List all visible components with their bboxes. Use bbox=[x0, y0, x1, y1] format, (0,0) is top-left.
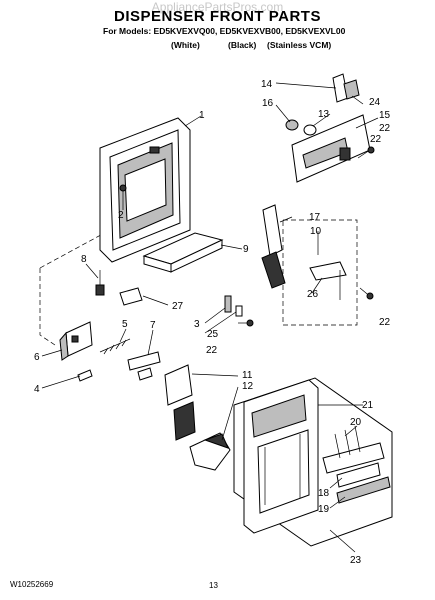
callout-26: 26 bbox=[307, 289, 319, 300]
part-16-cap bbox=[285, 119, 299, 131]
callout-11: 11 bbox=[242, 370, 253, 381]
part-13-bulb bbox=[303, 124, 317, 136]
callout-13: 13 bbox=[318, 109, 330, 120]
page-title: DISPENSER FRONT PARTS bbox=[114, 8, 321, 25]
part-3-sensor bbox=[224, 295, 243, 317]
callout-22-right: 22 bbox=[379, 317, 391, 328]
part-22-screw-right-top bbox=[357, 146, 375, 159]
variant-white: (White) bbox=[171, 40, 200, 50]
callout-24: 24 bbox=[369, 97, 381, 108]
part-24-plate bbox=[343, 79, 360, 100]
callout-18: 18 bbox=[318, 488, 330, 499]
part-5-spring bbox=[99, 338, 131, 355]
part-11-actuator bbox=[164, 364, 196, 441]
part-27-bracket bbox=[119, 287, 143, 306]
part-7-lever bbox=[127, 351, 161, 381]
watermark: AppliancePartsPros.com bbox=[151, 0, 284, 14]
callout-7: 7 bbox=[150, 320, 156, 331]
callout-3: 3 bbox=[194, 319, 200, 330]
callout-20: 20 bbox=[350, 417, 362, 428]
callout-22-top: 22 bbox=[379, 123, 391, 134]
callout-5: 5 bbox=[122, 319, 128, 330]
part-12-chute-door bbox=[189, 432, 231, 471]
callout-23: 23 bbox=[350, 555, 362, 566]
part-22-screw-right-low bbox=[359, 287, 374, 300]
callout-22-mid: 22 bbox=[370, 134, 382, 145]
callout-8: 8 bbox=[81, 254, 87, 265]
part-26-switch-bracket bbox=[309, 261, 347, 300]
part-1-housing bbox=[99, 117, 191, 263]
callout-4: 4 bbox=[34, 384, 40, 395]
right-assembly-outline bbox=[282, 219, 358, 326]
callout-10: 10 bbox=[310, 226, 322, 237]
leader-lines bbox=[41, 82, 379, 553]
callout-22-center: 22 bbox=[206, 345, 218, 356]
part-8-screw bbox=[95, 270, 105, 296]
callout-6: 6 bbox=[34, 352, 40, 363]
callout-19: 19 bbox=[318, 504, 330, 515]
callout-12: 12 bbox=[242, 381, 254, 392]
part-21-dispenser-front bbox=[243, 379, 319, 534]
callout-15: 15 bbox=[379, 110, 391, 121]
callout-16: 16 bbox=[262, 98, 274, 109]
part-4-clip bbox=[77, 369, 93, 382]
callout-25: 25 bbox=[207, 329, 219, 340]
callout-21: 21 bbox=[362, 400, 374, 411]
models-line: For Models: ED5KVEXVQ00, ED5KVEXVB00, ED… bbox=[103, 26, 346, 36]
part-6-motor-housing bbox=[59, 321, 93, 361]
part-9-drip-tray bbox=[142, 232, 224, 273]
document-number: W10252669 bbox=[10, 580, 54, 589]
part-22-screw-center bbox=[238, 319, 254, 327]
callout-1: 1 bbox=[199, 110, 205, 121]
part-20-control-board bbox=[322, 425, 385, 474]
variant-stainless: (Stainless VCM) bbox=[267, 40, 332, 50]
callout-2: 2 bbox=[118, 210, 124, 221]
page-number: 13 bbox=[209, 581, 218, 590]
callout-9: 9 bbox=[243, 244, 249, 255]
part-17-lever-arm bbox=[261, 204, 286, 289]
variant-black: (Black) bbox=[228, 40, 257, 50]
part-15-light-housing bbox=[291, 114, 371, 183]
part-19-label bbox=[336, 476, 391, 504]
part-18-button-panel bbox=[336, 462, 381, 488]
callout-14: 14 bbox=[261, 79, 273, 90]
callout-labels: 1 2 3 4 5 6 7 8 9 10 11 12 13 14 15 16 1… bbox=[34, 79, 391, 566]
callout-17: 17 bbox=[309, 212, 321, 223]
callout-27: 27 bbox=[172, 301, 184, 312]
